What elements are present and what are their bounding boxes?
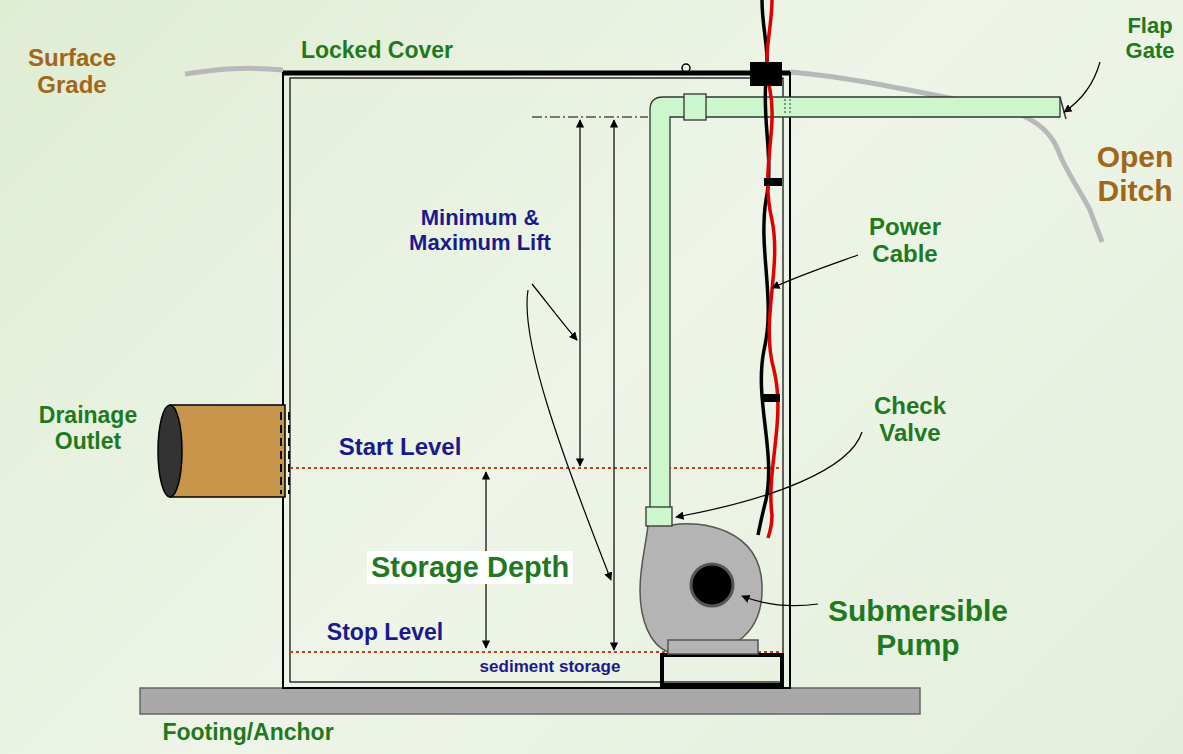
flap-gate bbox=[1060, 97, 1066, 119]
cable-tie bbox=[764, 178, 782, 186]
leader-line bbox=[676, 432, 862, 517]
dimension-label: Storage Depth bbox=[371, 551, 569, 584]
sump-wall bbox=[283, 73, 790, 688]
callout-label: Footing/Anchor bbox=[138, 720, 358, 746]
leader-line bbox=[527, 290, 611, 580]
callout-label: Open Ditch bbox=[1089, 140, 1181, 207]
reference-line bbox=[532, 117, 648, 118]
minimum-lift-dimension bbox=[579, 120, 580, 466]
callout-label: Start Level bbox=[315, 434, 485, 461]
pump-intake bbox=[691, 564, 733, 606]
callout-label: Minimum & Maximum Lift bbox=[385, 206, 575, 255]
wall-penetration bbox=[785, 99, 786, 115]
callout-label: Surface Grade bbox=[7, 45, 137, 99]
discharge-pipe bbox=[650, 97, 1060, 522]
leader-line bbox=[532, 284, 577, 340]
wall-penetration bbox=[288, 412, 290, 494]
drain-pipe-end bbox=[158, 405, 182, 497]
leader-line bbox=[742, 596, 818, 606]
pipe-coupling bbox=[684, 94, 706, 120]
maximum-lift-dimension bbox=[613, 120, 614, 650]
pump-foot bbox=[668, 640, 758, 654]
callout-label: Stop Level bbox=[305, 620, 465, 646]
locked-cover bbox=[283, 71, 790, 76]
callout-label: Flap Gate bbox=[1120, 14, 1180, 63]
callout-label: Check Valve bbox=[850, 393, 970, 447]
leader-line bbox=[1064, 62, 1100, 112]
leader-line bbox=[772, 255, 858, 288]
start-level-line bbox=[290, 467, 783, 469]
callout-label: Drainage Outlet bbox=[18, 403, 158, 455]
wall-penetration bbox=[790, 99, 791, 115]
callout-label: Power Cable bbox=[845, 214, 965, 268]
drain-pipe bbox=[170, 405, 285, 497]
dimension-label-box: Storage Depth bbox=[367, 551, 573, 584]
grade-line bbox=[185, 68, 283, 74]
check-valve bbox=[646, 507, 672, 526]
pump-stand bbox=[662, 655, 782, 685]
sump-liner bbox=[290, 78, 783, 682]
callout-label: Submersible Pump bbox=[803, 594, 1033, 661]
footing bbox=[140, 688, 920, 714]
cover-handle bbox=[682, 64, 690, 72]
submersible-pump bbox=[640, 524, 762, 652]
cable-gland bbox=[750, 62, 782, 86]
callout-label: sediment storage bbox=[450, 657, 650, 676]
wall-penetration bbox=[280, 412, 282, 494]
cable-tie bbox=[762, 394, 780, 402]
callout-label: Locked Cover bbox=[277, 38, 477, 64]
